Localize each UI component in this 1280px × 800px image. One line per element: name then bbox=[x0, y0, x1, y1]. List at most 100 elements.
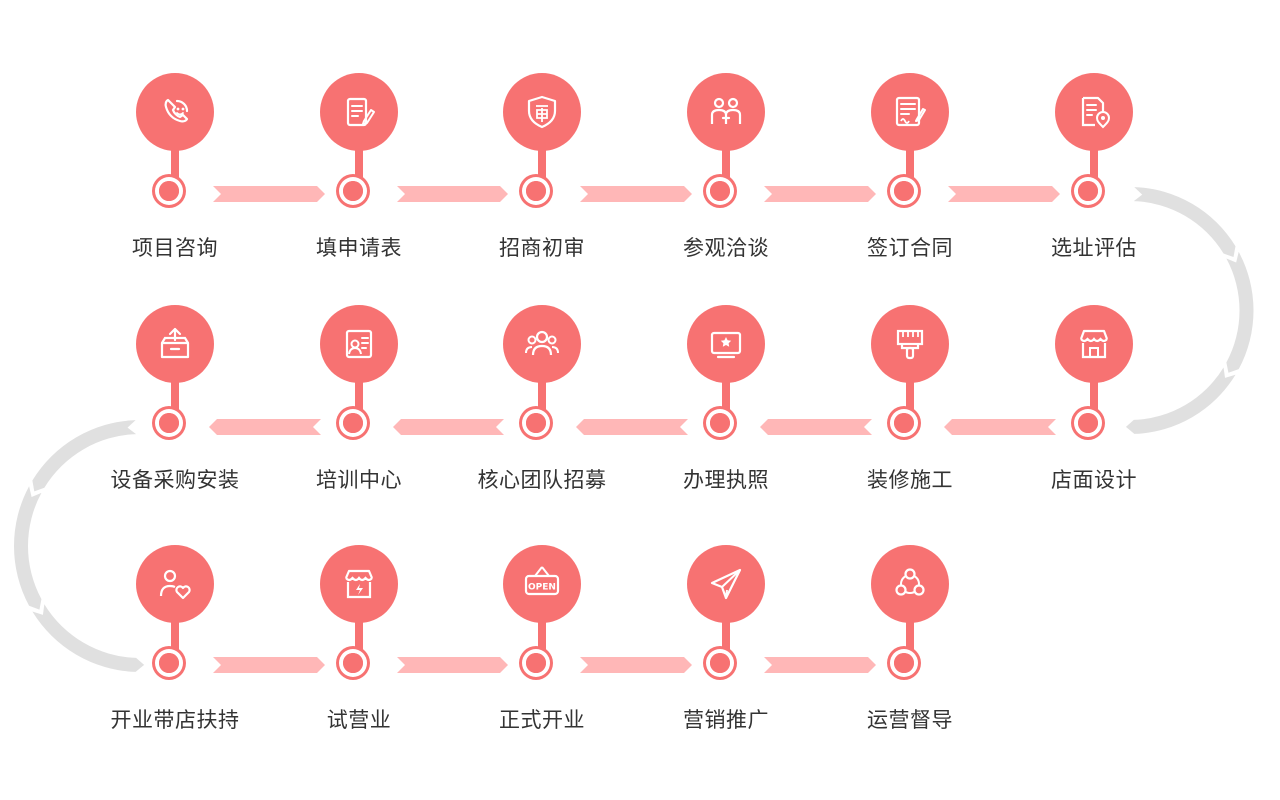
review-shield-icon bbox=[521, 91, 563, 133]
equipment-box-icon bbox=[154, 323, 196, 365]
step-stem bbox=[722, 145, 730, 179]
paper-plane-icon bbox=[705, 563, 747, 605]
process-step: 办理执照 bbox=[636, 305, 816, 515]
step-stem bbox=[355, 145, 363, 179]
flow-arrow bbox=[213, 657, 325, 673]
process-step: 参观洽谈 bbox=[636, 73, 816, 283]
step-stem bbox=[1090, 377, 1098, 411]
step-stem bbox=[355, 377, 363, 411]
form-pen-icon bbox=[338, 91, 380, 133]
step-stem bbox=[906, 617, 914, 651]
step-stem bbox=[906, 377, 914, 411]
step-stem bbox=[722, 617, 730, 651]
step-badge bbox=[687, 73, 765, 151]
step-label: 设备采购安装 bbox=[110, 468, 240, 492]
flow-arrow bbox=[580, 657, 692, 673]
training-icon bbox=[338, 323, 380, 365]
svg-text:OPEN: OPEN bbox=[528, 583, 556, 593]
paint-brush-icon bbox=[889, 323, 931, 365]
flow-arrow bbox=[397, 657, 508, 673]
step-badge bbox=[136, 305, 214, 383]
flow-arrow bbox=[764, 186, 876, 202]
process-step: 店面设计 bbox=[1004, 305, 1184, 515]
process-step: 装修施工 bbox=[820, 305, 1000, 515]
step-node bbox=[703, 406, 737, 440]
step-label: 招商初审 bbox=[499, 236, 585, 260]
flow-arrow bbox=[213, 186, 325, 202]
step-badge bbox=[320, 305, 398, 383]
contract-sign-icon bbox=[889, 91, 931, 133]
step-badge bbox=[871, 545, 949, 623]
step-node bbox=[152, 646, 186, 680]
step-stem bbox=[355, 617, 363, 651]
step-stem bbox=[538, 617, 546, 651]
flow-arrow bbox=[397, 186, 508, 202]
step-node bbox=[519, 174, 553, 208]
step-node bbox=[887, 406, 921, 440]
step-badge bbox=[136, 545, 214, 623]
step-label: 办理执照 bbox=[683, 468, 769, 492]
flow-arrow bbox=[576, 419, 688, 435]
return-arrow-segment bbox=[1125, 367, 1236, 434]
process-step: 培训中心 bbox=[269, 305, 449, 515]
process-step: 项目咨询 bbox=[85, 73, 265, 283]
step-label: 项目咨询 bbox=[132, 236, 218, 260]
step-badge bbox=[687, 545, 765, 623]
location-doc-icon bbox=[1073, 91, 1115, 133]
process-step: 营销推广 bbox=[636, 545, 816, 755]
step-label: 正式开业 bbox=[499, 708, 585, 732]
step-label: 选址评估 bbox=[1051, 236, 1137, 260]
step-badge bbox=[687, 305, 765, 383]
step-stem bbox=[171, 617, 179, 651]
step-label: 核心团队招募 bbox=[477, 468, 607, 492]
step-label: 店面设计 bbox=[1051, 468, 1137, 492]
step-badge bbox=[1055, 73, 1133, 151]
support-heart-icon bbox=[154, 563, 196, 605]
step-node bbox=[1071, 406, 1105, 440]
step-stem bbox=[722, 377, 730, 411]
team-icon bbox=[521, 323, 563, 365]
step-label: 培训中心 bbox=[316, 468, 402, 492]
step-stem bbox=[906, 145, 914, 179]
flow-arrow bbox=[209, 419, 321, 435]
step-label: 开业带店扶持 bbox=[110, 708, 240, 732]
step-badge bbox=[871, 73, 949, 151]
process-step: 试营业 bbox=[269, 545, 449, 755]
step-stem bbox=[538, 377, 546, 411]
flow-arrow bbox=[760, 419, 872, 435]
flow-arrow bbox=[764, 657, 876, 673]
process-step: 选址评估 bbox=[1004, 73, 1184, 283]
return-arrow-segment bbox=[1226, 251, 1254, 373]
step-label: 试营业 bbox=[326, 708, 392, 732]
step-node bbox=[887, 646, 921, 680]
flow-arrow bbox=[944, 419, 1056, 435]
process-step: 核心团队招募 bbox=[452, 305, 632, 515]
step-node bbox=[336, 646, 370, 680]
step-stem bbox=[538, 145, 546, 179]
return-arrow-segment bbox=[1133, 187, 1236, 258]
step-badge bbox=[1055, 305, 1133, 383]
step-label: 装修施工 bbox=[867, 468, 953, 492]
step-label: 运营督导 bbox=[867, 708, 953, 732]
people-talk-icon bbox=[705, 91, 747, 133]
license-icon bbox=[705, 323, 747, 365]
network-icon bbox=[889, 563, 931, 605]
step-label: 填申请表 bbox=[316, 236, 402, 260]
step-node bbox=[336, 406, 370, 440]
process-step: 签订合同 bbox=[820, 73, 1000, 283]
process-step: OPEN 正式开业 bbox=[452, 545, 632, 755]
step-stem bbox=[171, 377, 179, 411]
flow-arrow bbox=[393, 419, 504, 435]
open-sign-icon: OPEN bbox=[521, 563, 563, 605]
step-stem bbox=[171, 145, 179, 179]
step-node bbox=[887, 174, 921, 208]
flow-arrow bbox=[948, 186, 1060, 202]
return-arrow-segment bbox=[13, 486, 42, 610]
step-badge: OPEN bbox=[503, 545, 581, 623]
step-node bbox=[703, 646, 737, 680]
step-badge bbox=[320, 73, 398, 151]
phone-icon bbox=[154, 91, 196, 133]
step-badge bbox=[503, 73, 581, 151]
step-node bbox=[1071, 174, 1105, 208]
step-badge bbox=[320, 545, 398, 623]
